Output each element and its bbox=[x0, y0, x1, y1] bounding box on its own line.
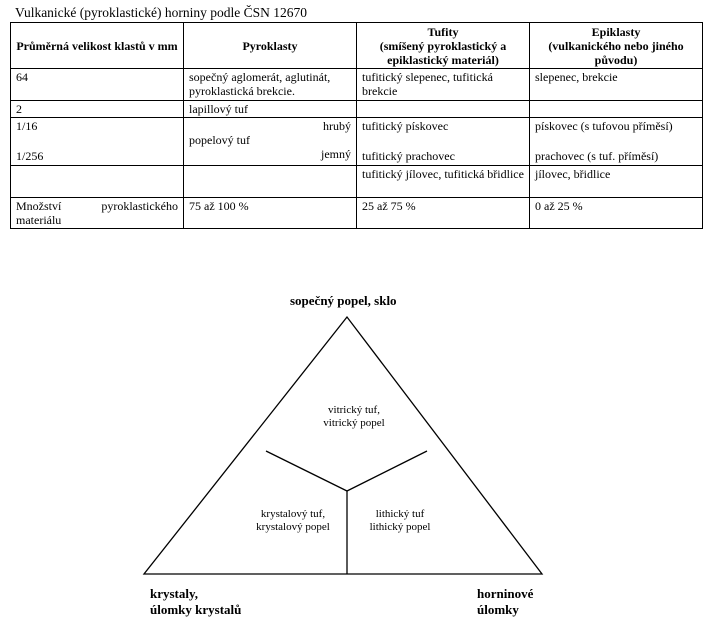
header-tuffites: Tufity (smíšený pyroklastický a epiklast… bbox=[356, 22, 530, 69]
table-caption: Vulkanické (pyroklastické) horniny podle… bbox=[15, 5, 308, 20]
apex-right-label: horninové úlomky bbox=[477, 586, 533, 618]
apex-left-line1: krystaly, bbox=[150, 586, 199, 601]
tuffite-sandstone: tufitický pískovec bbox=[362, 119, 449, 133]
amount-label-word1: Množství bbox=[16, 199, 62, 213]
pyro-fine: jemný bbox=[321, 147, 351, 161]
cell-tuffites: 25 až 75 % bbox=[356, 197, 530, 229]
tuffite-siltstone: tufitický prachovec bbox=[362, 149, 455, 163]
header-tuffites-subtitle: (smíšený pyroklastický a epiklastický ma… bbox=[379, 38, 507, 67]
header-size: Průměrná velikost klastů v mm bbox=[10, 22, 184, 69]
cell-epiclasts: jílovec, břidlice bbox=[529, 165, 703, 198]
apex-left-line2: úlomky krystalů bbox=[150, 602, 242, 617]
header-tuffites-title: Tufity bbox=[427, 24, 459, 39]
field-lithic-line2: lithický popel bbox=[369, 521, 431, 533]
cell-tuffites: tufitický jílovec, tufitická břidlice bbox=[356, 165, 530, 198]
table-header-row: Průměrná velikost klastů v mm Pyroklasty… bbox=[10, 22, 703, 69]
ternary-triangle bbox=[142, 315, 544, 575]
cell-tuffites: tufitický pískovec tufitický prachovec bbox=[356, 117, 530, 166]
cell-epiclasts: slepenec, brekcie bbox=[529, 68, 703, 101]
cell-pyroclasts: 75 až 100 % bbox=[183, 197, 357, 229]
epi-siltstone: prachovec (s tuf. příměsí) bbox=[535, 149, 659, 163]
pyro-ash-tuff: popelový tuf bbox=[189, 133, 250, 147]
field-crystal-line2: krystalový popel bbox=[256, 521, 330, 533]
field-lithic-line1: lithický tuf bbox=[375, 508, 425, 520]
apex-left-label: krystaly, úlomky krystalů bbox=[150, 586, 241, 618]
cell-size: 64 bbox=[10, 68, 184, 101]
table-row: Množství pyroklastického materiálu 75 až… bbox=[10, 197, 703, 229]
cell-epiclasts: pískovec (s tufovou příměsí) prachovec (… bbox=[529, 117, 703, 166]
divider-right bbox=[346, 450, 428, 492]
header-epiclasts: Epiklasty (vulkanického nebo jiného půvo… bbox=[529, 22, 703, 69]
header-pyroclasts: Pyroklasty bbox=[183, 22, 357, 69]
amount-label-word3: materiálu bbox=[16, 213, 62, 227]
header-epiclasts-title: Epiklasty bbox=[591, 24, 641, 39]
cell-epiclasts: 0 až 25 % bbox=[529, 197, 703, 229]
apex-right-line2: úlomky bbox=[477, 602, 519, 617]
pyroclastic-classification-table: Průměrná velikost klastů v mm Pyroklasty… bbox=[10, 22, 703, 229]
epi-sandstone: pískovec (s tufovou příměsí) bbox=[535, 119, 673, 133]
apex-top-label: sopečný popel, sklo bbox=[290, 293, 397, 308]
amount-label-word2: pyroklastického bbox=[101, 199, 178, 213]
cell-pyroclasts: hrubý popelový tuf jemný bbox=[183, 117, 357, 166]
field-crystal-line1: krystalový tuf, bbox=[260, 508, 326, 520]
pyro-coarse: hrubý bbox=[323, 119, 351, 133]
field-crystal: krystalový tuf, krystalový popel bbox=[246, 508, 340, 534]
header-epiclasts-subtitle: (vulkanického nebo jiného původu) bbox=[548, 38, 684, 67]
cell-amount-label: Množství pyroklastického materiálu bbox=[10, 197, 184, 229]
cell-size bbox=[10, 165, 184, 198]
apex-right-line1: horninové bbox=[477, 586, 534, 601]
field-vitric-line1: vitrický tuf, bbox=[328, 404, 380, 416]
size-upper-bound: 1/16 bbox=[16, 119, 38, 133]
table-row: tufitický jílovec, tufitická břidlice jí… bbox=[10, 165, 703, 198]
field-vitric: vitrický tuf, vitrický popel bbox=[314, 404, 394, 430]
divider-left bbox=[265, 450, 348, 492]
table-row: 2 lapillový tuf bbox=[10, 100, 703, 118]
cell-pyroclasts bbox=[183, 165, 357, 198]
field-lithic: lithický tuf lithický popel bbox=[360, 508, 440, 534]
field-vitric-line2: vitrický popel bbox=[323, 417, 385, 429]
size-lower-bound: 1/256 bbox=[16, 149, 44, 163]
